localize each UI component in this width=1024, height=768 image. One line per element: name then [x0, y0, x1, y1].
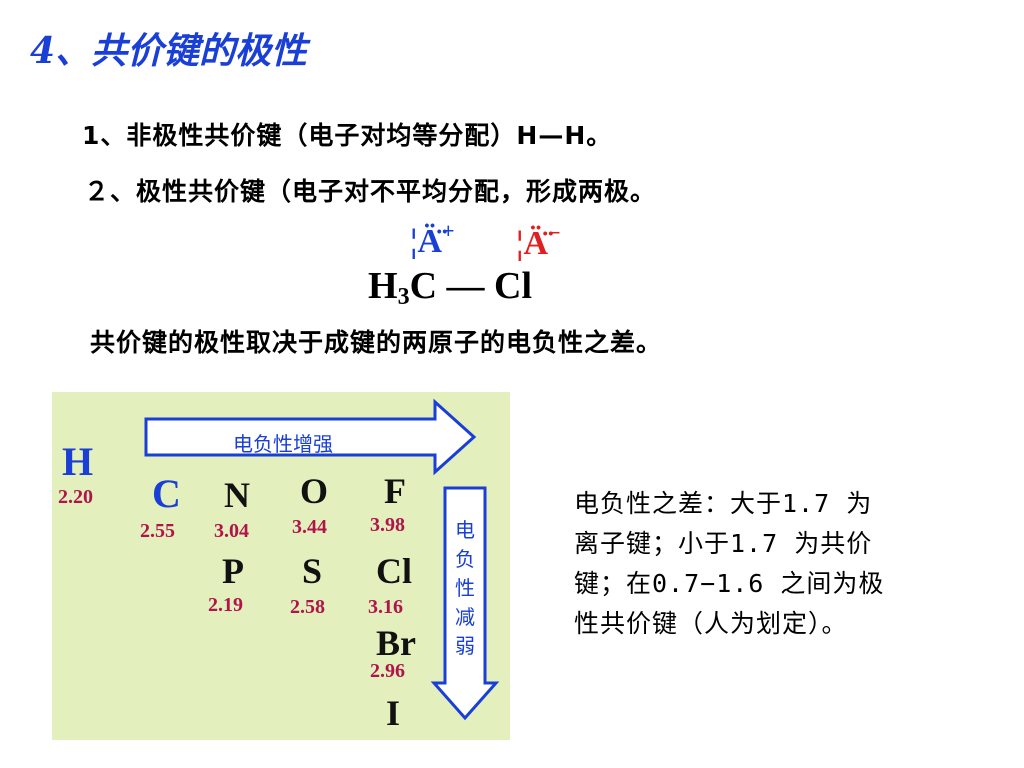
polar-bond-line: ２、极性共价键（电子对不平均分配，形成两极。 — [84, 177, 657, 206]
element-br: Br — [376, 623, 416, 663]
slide-title: 4、共价键的极性 — [30, 30, 308, 72]
note-line-2: 离子键；小于1.7 为共价 — [574, 529, 873, 558]
en-n: 3.04 — [214, 520, 249, 542]
arrow-down-label: 电负性减弱 — [455, 518, 475, 658]
element-f: F — [384, 471, 406, 511]
element-c: C — [152, 471, 181, 516]
en-c: 2.55 — [140, 520, 175, 542]
element-h: H — [62, 439, 94, 484]
en-br: 2.96 — [370, 660, 405, 682]
polarity-rule-line: 共价键的极性取决于成键的两原子的电负性之差。 — [90, 328, 663, 357]
electronegativity-note: 电负性之差：大于1.7 为 离子键；小于1.7 为共价 键；在0.7−1.6 之… — [574, 484, 974, 644]
partial-negative-charge: ¦Ä̈− — [516, 220, 561, 262]
en-h: 2.20 — [58, 486, 93, 508]
en-f: 3.98 — [370, 514, 405, 536]
element-i: I — [386, 693, 401, 733]
element-p: P — [222, 551, 244, 591]
element-o: O — [300, 471, 329, 511]
arrow-right-label: 电负性增强 — [233, 432, 333, 456]
note-line-3: 键；在0.7−1.6 之间为极 — [574, 569, 885, 598]
partial-positive-charge: ¦Ä̈+ — [410, 218, 455, 260]
nonpolar-bond-line: 1、非极性共价键（电子对均等分配）H—H。 — [82, 121, 613, 150]
note-line-1: 电负性之差：大于1.7 为 — [574, 489, 873, 518]
element-n: N — [224, 475, 250, 515]
en-o: 3.44 — [292, 516, 327, 538]
element-cl: Cl — [376, 551, 412, 591]
en-s: 2.58 — [290, 596, 325, 618]
en-cl: 3.16 — [368, 596, 403, 618]
h3c-cl-formula: H3C — Cl — [368, 265, 533, 310]
element-s: S — [302, 551, 323, 591]
en-p: 2.19 — [208, 594, 243, 616]
note-line-4: 性共价键（人为划定）。 — [574, 609, 848, 638]
